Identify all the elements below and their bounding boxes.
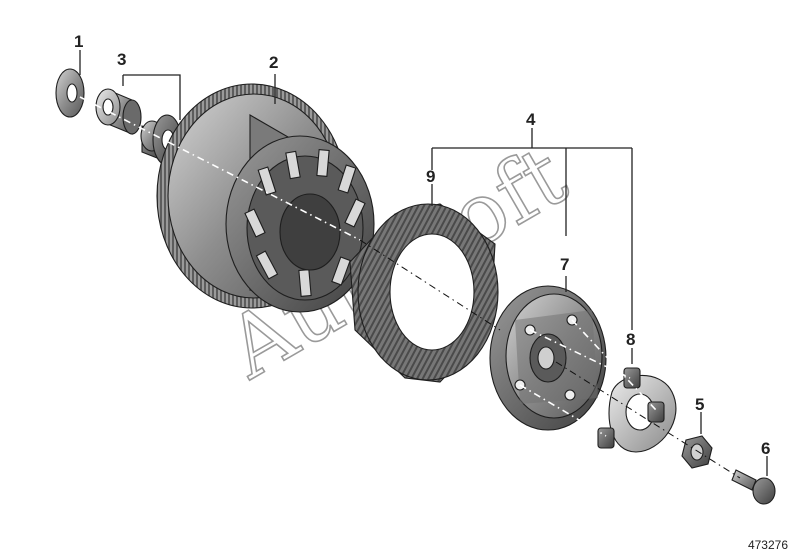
part-7-pressure-plate xyxy=(489,285,607,431)
callout-5: 5 xyxy=(695,395,704,414)
part-8-lifter-plate xyxy=(608,374,677,453)
callout-8: 8 xyxy=(626,330,635,349)
part-6-bolt xyxy=(731,469,776,505)
leader-lines xyxy=(79,50,768,476)
callout-6: 6 xyxy=(761,439,770,458)
part-1-thrust-washer xyxy=(55,68,85,118)
part-9-clutch-plate-pack xyxy=(349,203,499,383)
callout-3: 3 xyxy=(117,50,126,69)
part-3-bushing xyxy=(95,88,142,135)
callout-9: 9 xyxy=(426,167,435,186)
part-5-hex-nut xyxy=(681,435,713,469)
callout-4: 4 xyxy=(526,110,536,129)
part-8-clutch-springs xyxy=(597,367,665,449)
diagram-reference-number: 473276 xyxy=(747,538,788,552)
callout-2: 2 xyxy=(269,53,278,72)
callout-1: 1 xyxy=(74,32,83,51)
part-2-clutch-basket xyxy=(156,83,375,313)
assembly-axis-lines xyxy=(79,96,741,479)
callout-7: 7 xyxy=(560,255,569,274)
